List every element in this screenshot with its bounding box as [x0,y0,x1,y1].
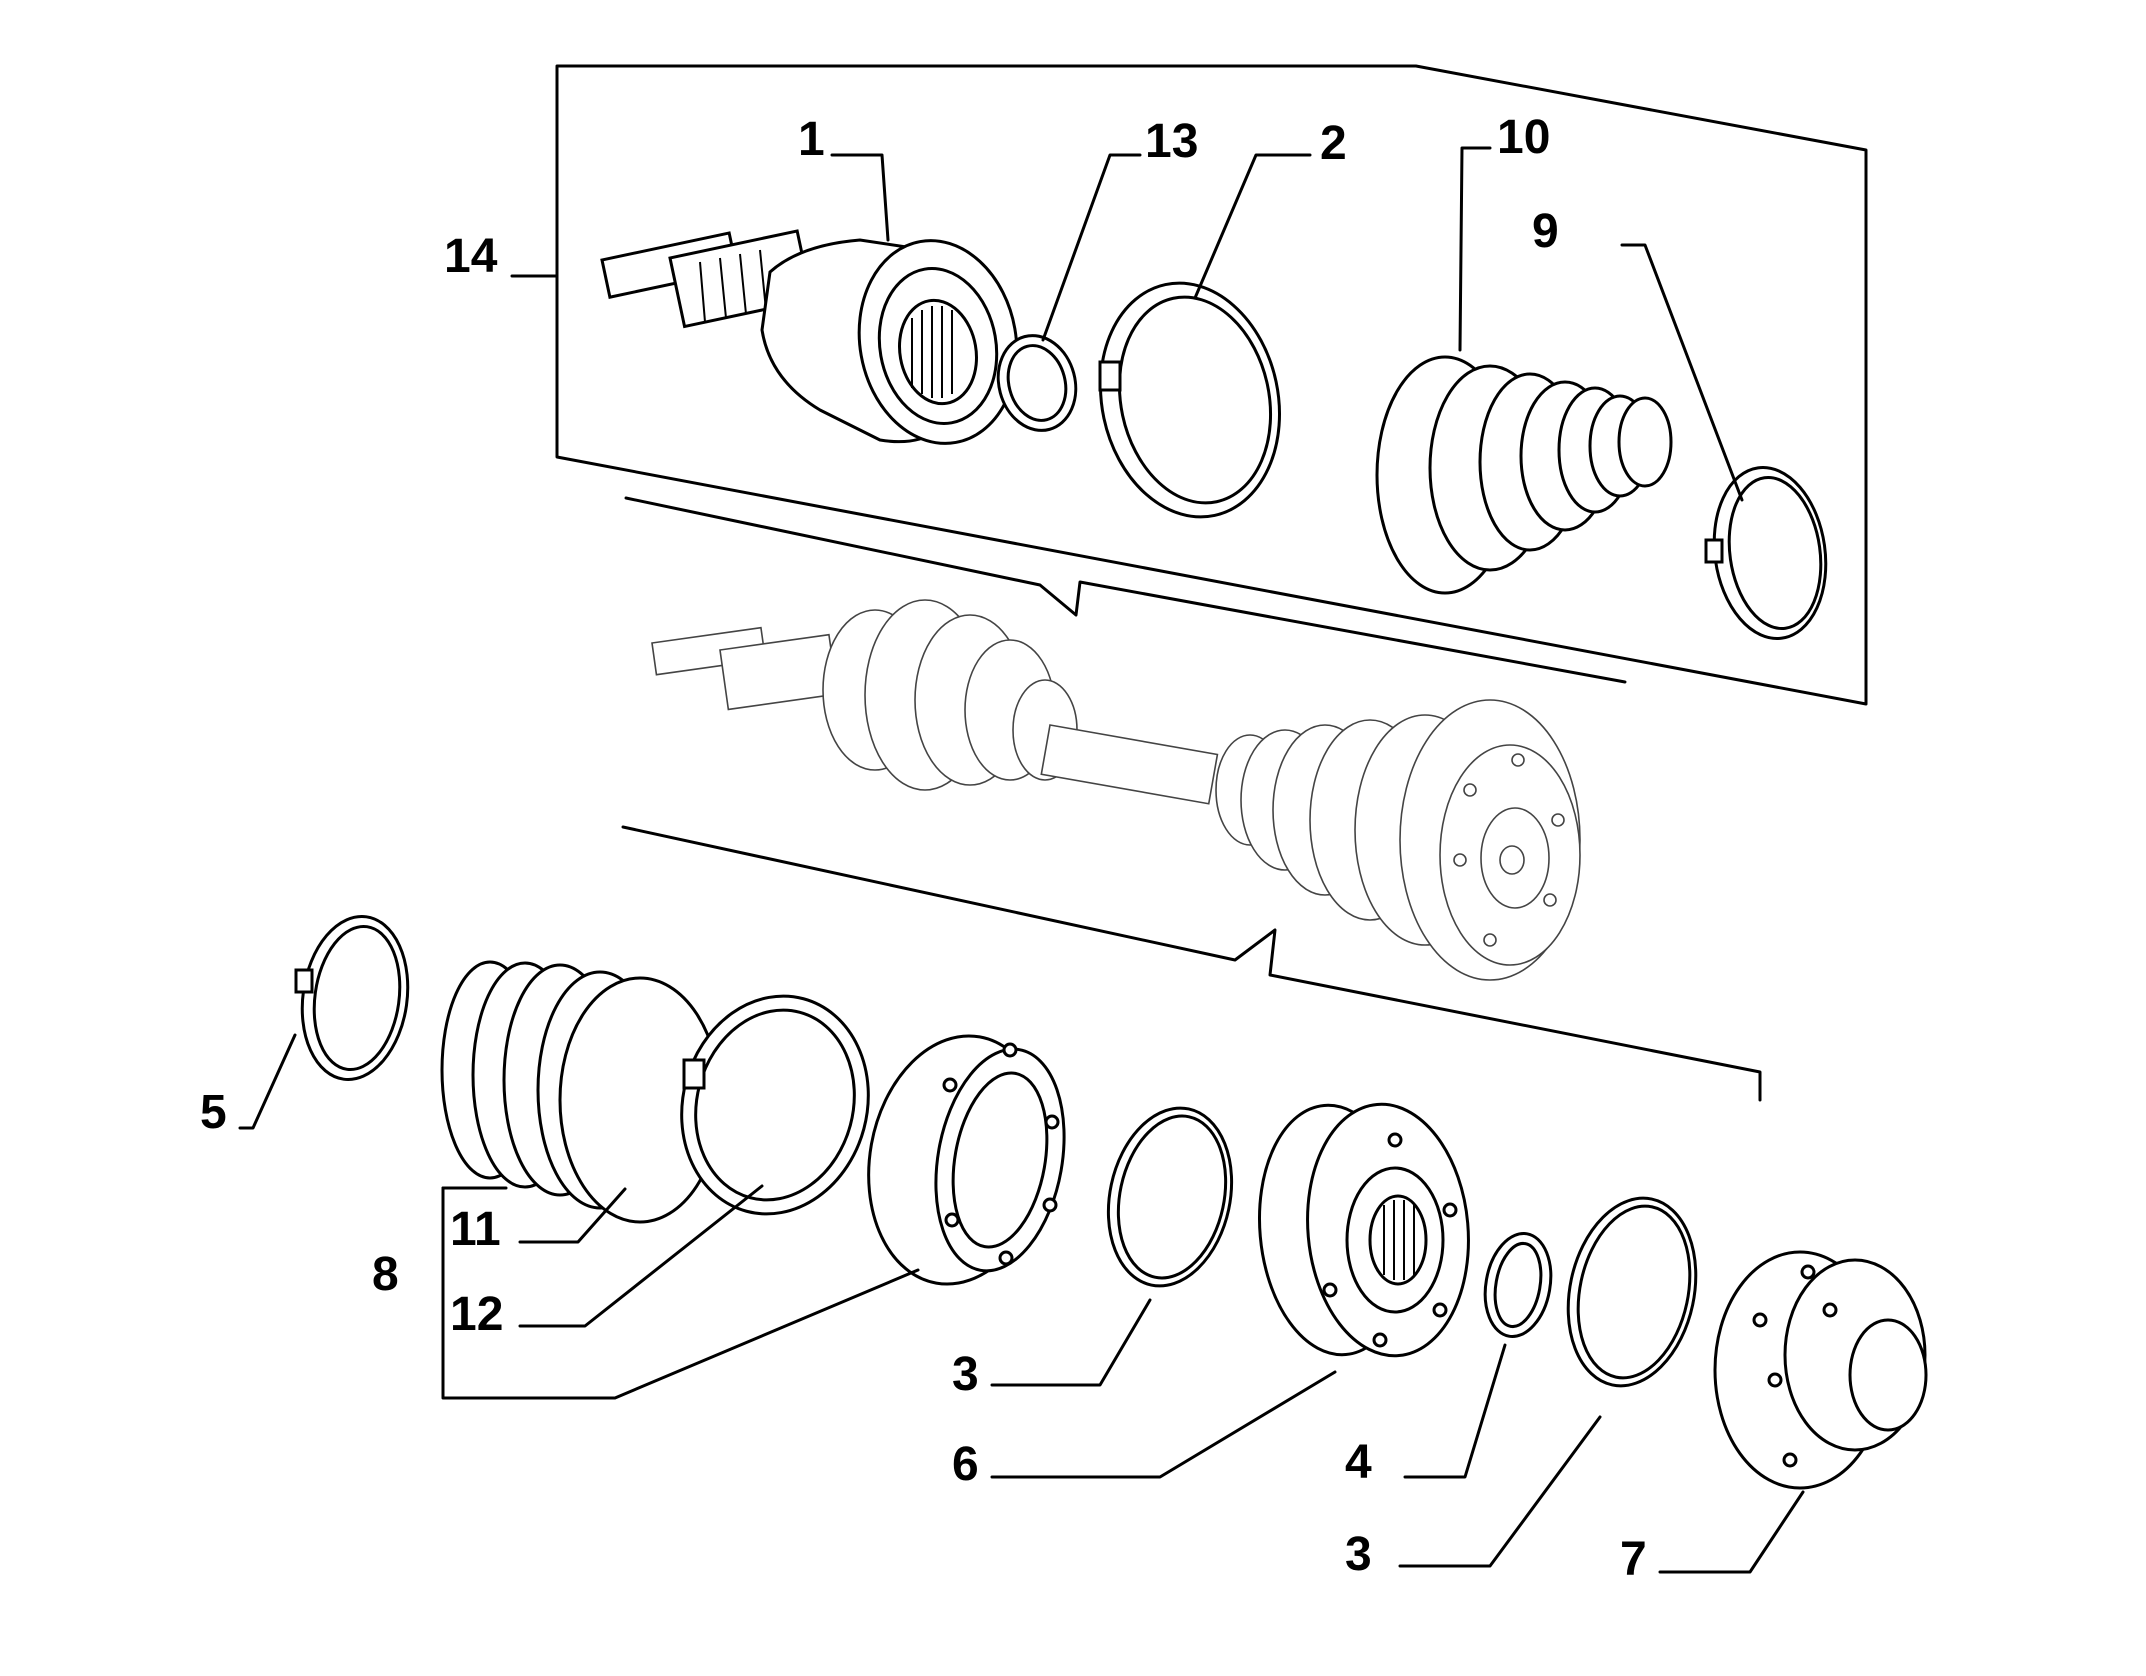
label-11: 11 [450,1203,501,1256]
label-8: 8 [372,1248,399,1301]
boot-bottom [440,960,722,1224]
clamp-band-large-bottom [680,994,870,1216]
label-2: 2 [1320,117,1347,170]
label-14: 14 [444,230,498,283]
label-7: 7 [1620,1533,1647,1586]
outer-cv-joint [600,229,1019,445]
label-3-b: 3 [1345,1528,1372,1581]
leader-lines [238,146,1805,1574]
kit-frame-bracket [624,496,1627,684]
boot-flange-plate [867,1034,1066,1286]
clamp-band-small-top [1704,465,1828,641]
snap-ring-top [996,334,1078,432]
clamp-band-small-bottom [294,914,410,1082]
label-9: 9 [1532,205,1559,258]
joint-cap [1713,1250,1928,1490]
label-5: 5 [200,1086,227,1139]
lower-bracket [621,825,1762,1102]
label-3-a: 3 [952,1348,979,1401]
label-6: 6 [952,1438,979,1491]
label-4: 4 [1345,1436,1372,1489]
drive-shaft-assembly [651,599,1581,981]
label-12: 12 [450,1288,503,1341]
gasket-a [1106,1106,1234,1288]
circlip-bottom [1483,1231,1553,1339]
kit-frame [555,64,1868,706]
label-10: 10 [1497,111,1550,164]
clamp-band-large-top [1098,281,1282,519]
boot-top [1375,355,1673,595]
gasket-b [1566,1196,1698,1388]
inner-cv-joint [1257,1102,1470,1358]
part-labels: 1 13 2 10 9 14 5 8 11 12 3 6 4 3 7 [200,111,1647,1586]
label-13: 13 [1145,115,1198,168]
label-1: 1 [798,113,825,166]
